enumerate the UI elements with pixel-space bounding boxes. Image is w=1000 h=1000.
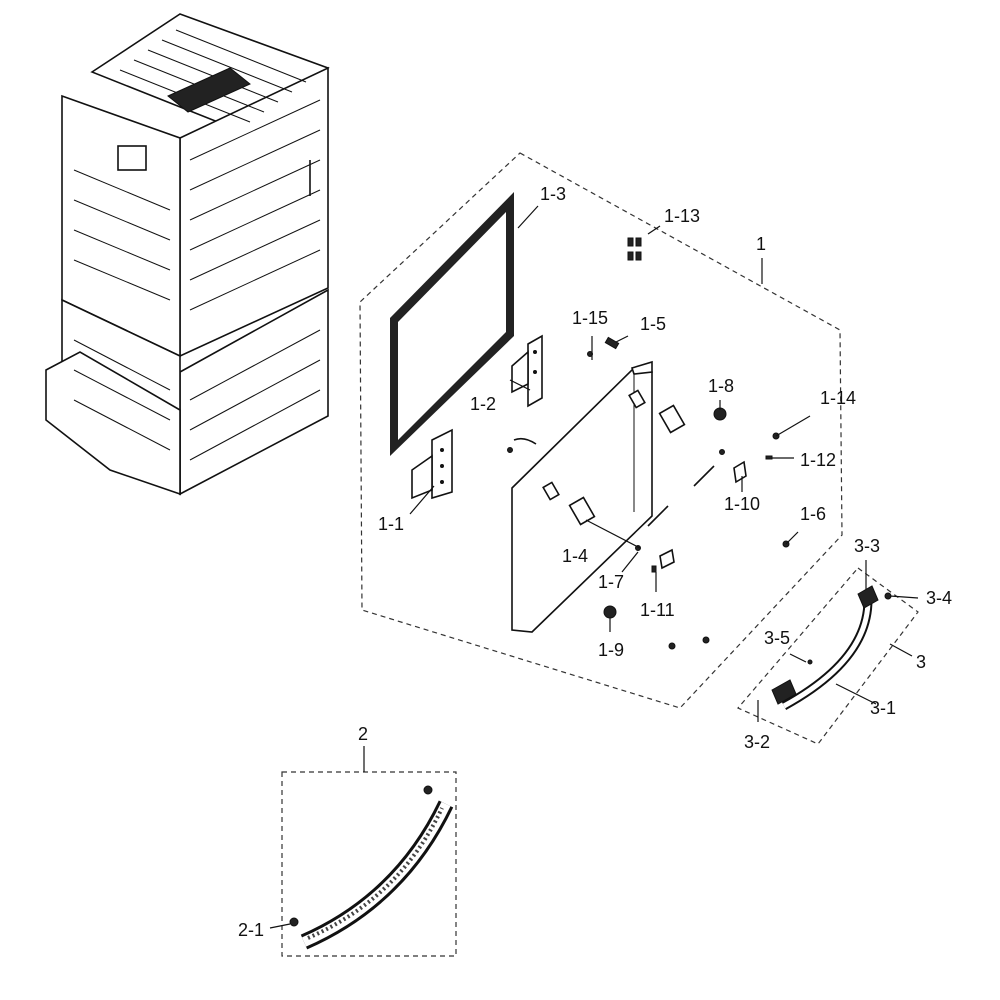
label-1-13: 1-13 [664, 206, 700, 226]
label-2-1: 2-1 [238, 920, 264, 940]
handle-group-3-outline [737, 567, 919, 745]
label-1-6: 1-6 [800, 504, 826, 524]
label-2: 2 [358, 724, 368, 744]
lower-hinge-bracket [411, 428, 453, 500]
label-1-3: 1-3 [540, 184, 566, 204]
refrigerator-cabinet [45, 13, 330, 496]
label-1-8: 1-8 [708, 376, 734, 396]
label-1-1: 1-1 [378, 514, 404, 534]
label-3-2: 3-2 [744, 732, 770, 752]
door-gasket [390, 192, 514, 456]
trim-group-2-outline [281, 771, 457, 957]
label-1-4: 1-4 [562, 546, 588, 566]
small-parts-group-1 [507, 237, 790, 650]
label-3-3: 3-3 [854, 536, 880, 556]
label-1: 1 [756, 234, 766, 254]
label-1-7: 1-7 [598, 572, 624, 592]
label-1-9: 1-9 [598, 640, 624, 660]
label-1-2: 1-2 [470, 394, 496, 414]
label-3: 3 [916, 652, 926, 672]
label-1-15: 1-15 [572, 308, 608, 328]
leader-lines-group-1 [409, 205, 811, 632]
label-3-1: 3-1 [870, 698, 896, 718]
upper-hinge-bracket [511, 334, 543, 408]
trim-strip-2 [269, 746, 454, 950]
label-1-14: 1-14 [820, 388, 856, 408]
label-3-4: 3-4 [926, 588, 952, 608]
label-3-5: 3-5 [764, 628, 790, 648]
label-1-12: 1-12 [800, 450, 836, 470]
label-1-5: 1-5 [640, 314, 666, 334]
label-1-11: 1-11 [640, 600, 675, 620]
part-labels: 1 1-1 1-2 1-3 1-4 1-5 1-6 1-7 1-8 1-9 1-… [238, 184, 952, 940]
handle-3 [757, 560, 919, 722]
label-1-10: 1-10 [724, 494, 760, 514]
